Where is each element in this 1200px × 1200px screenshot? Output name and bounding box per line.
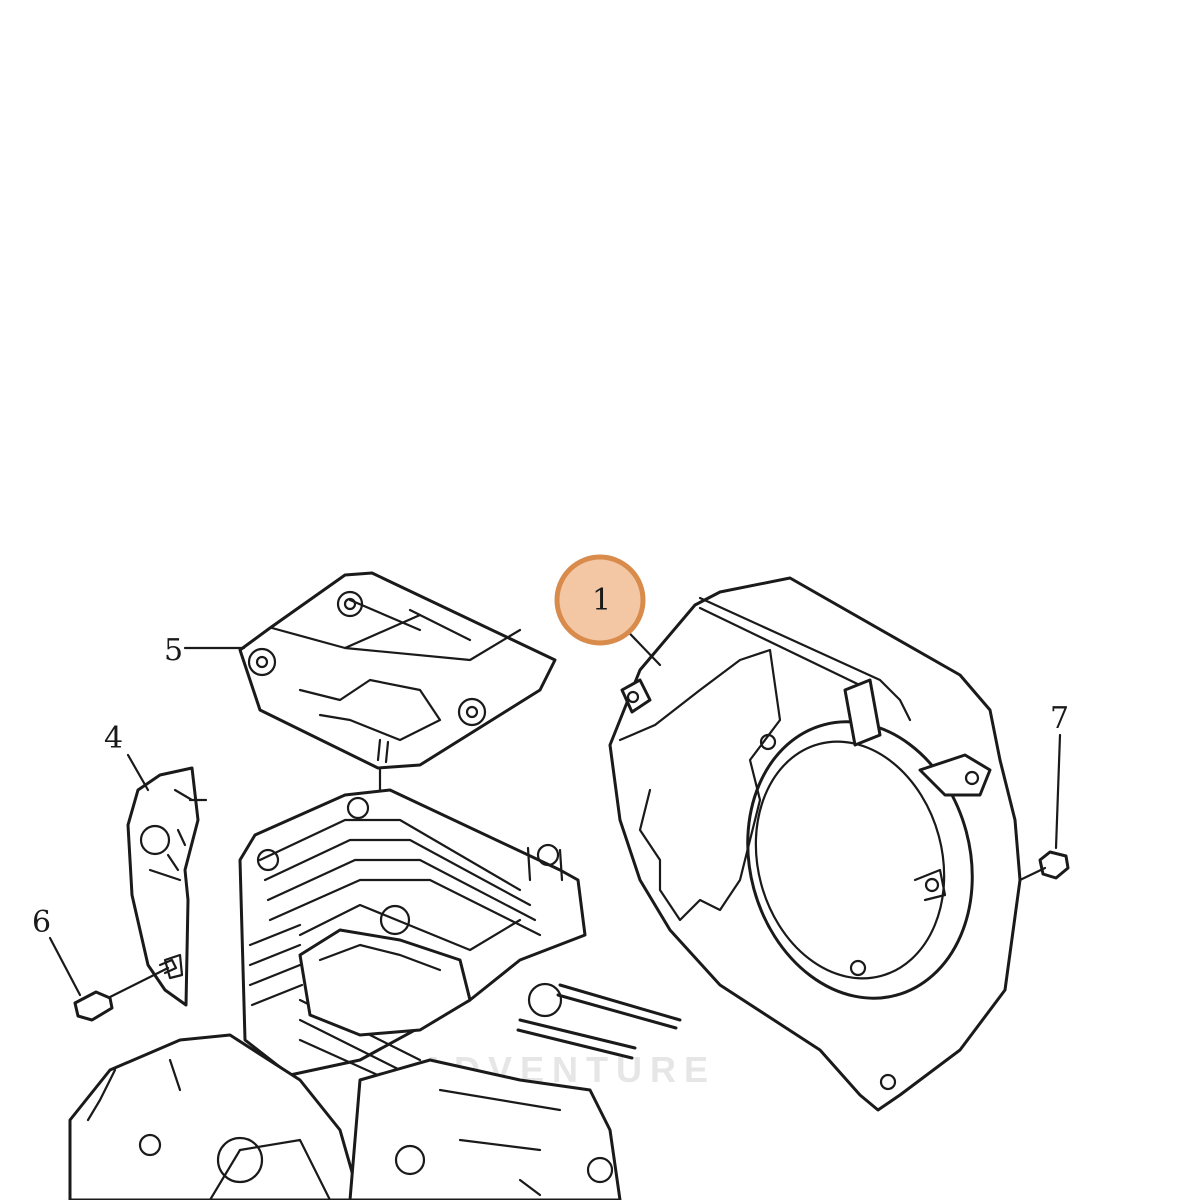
callout-6-label[interactable]: 6 — [32, 905, 51, 940]
part-4-side-shroud — [126, 766, 208, 1007]
part-6-bolt — [73, 958, 178, 1022]
leader-4 — [126, 753, 150, 792]
callout-1-highlight — [554, 554, 646, 646]
part-5-head-cover — [238, 571, 557, 770]
leader-7 — [1054, 733, 1062, 850]
leader-6 — [48, 936, 82, 997]
callout-4-label[interactable]: 4 — [104, 721, 123, 756]
part-1-fan-housing — [608, 576, 1022, 1112]
engine-crankcase — [68, 1033, 622, 1200]
callout-7-label[interactable]: 7 — [1050, 701, 1069, 736]
callout-5-label[interactable]: 5 — [164, 633, 183, 668]
engine-cylinder-assembly — [238, 768, 682, 1087]
callout-1-label[interactable]: 1 — [592, 583, 611, 618]
